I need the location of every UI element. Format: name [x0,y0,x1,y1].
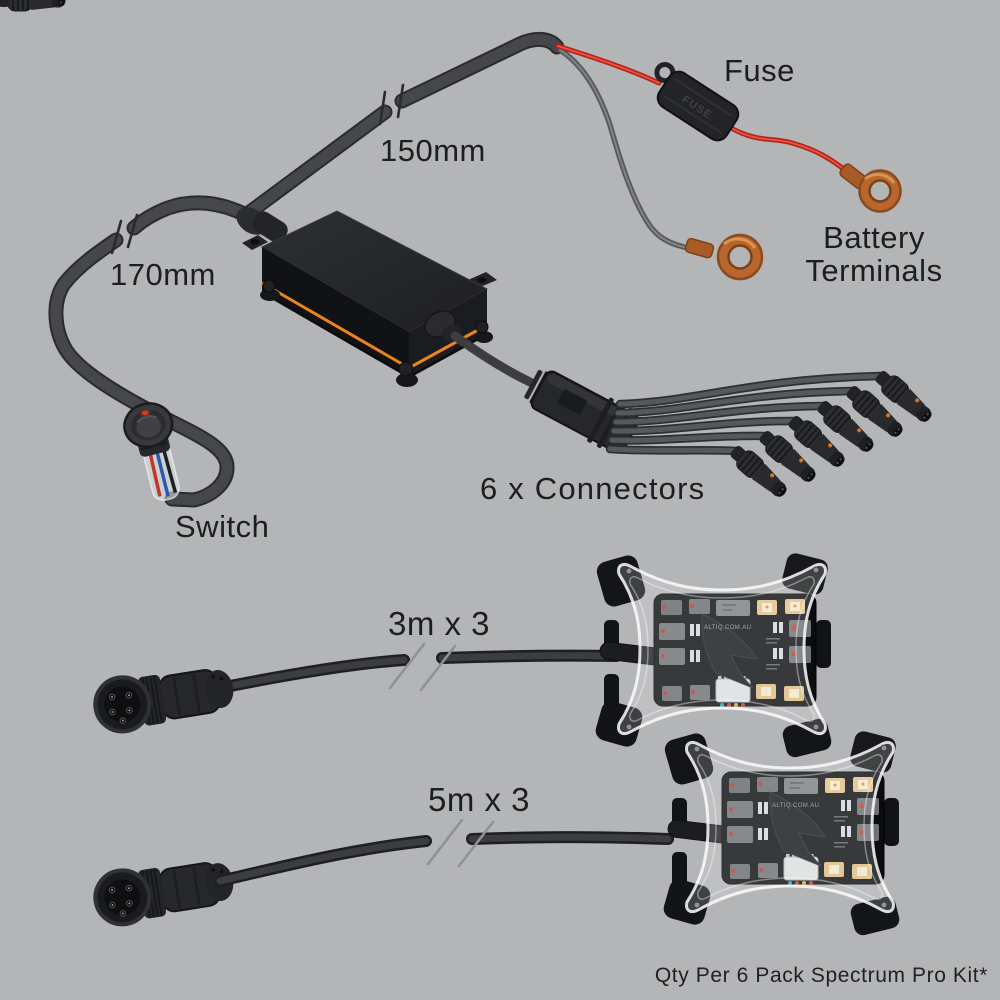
battery-terminals-line2: Terminals [805,253,943,289]
corner-screw [475,320,489,334]
brand-logo-icon [701,613,758,689]
control-box [242,210,497,387]
cable-break-mark-170 [110,213,139,255]
ring-terminal-positive [839,163,902,213]
cable-break-slash [419,644,457,692]
cable-5m-label: 5m x 3 [428,781,531,818]
length-170mm-label: 170mm [110,257,216,292]
harness-junction [236,207,288,243]
length-150mm-label: 150mm [380,133,486,168]
extension-cable-3m [214,642,622,694]
led-pod: ALTIQ.COM.AU [595,553,832,758]
wiring-harness: FUSE [0,0,938,508]
fuse-holder: FUSE [654,62,740,142]
corner-screw [262,279,276,293]
power-cable-150mm [238,32,565,223]
battery-terminals-label: Battery Terminals [791,221,957,287]
switch-label: Switch [175,509,270,544]
pod-clear-housing [617,562,827,736]
battery-positive-wire [555,43,852,176]
cable-break-slash [388,642,426,690]
battery-terminals-line1: Battery [823,220,925,255]
corner-screw [398,361,414,377]
cable-break-slash [426,818,464,866]
harness-connectors [0,0,938,489]
extension-kits: ALTIQ.COM.AU [89,553,903,939]
cable-break-slash [457,820,495,868]
cable-break-mark-150 [378,83,405,126]
harness-connector [0,0,66,12]
switch-cable-170mm [48,195,254,508]
switch-indicator-light [141,410,149,416]
led-pod-2 [659,727,903,939]
extension-connector-3m [89,658,240,738]
switch-wire-black [162,449,178,493]
switch-wire-blue [155,453,170,497]
connectors-label: 6 x Connectors [480,471,706,506]
splitter-lead [450,331,535,387]
cable-3m-label: 3m x 3 [388,605,491,642]
box-front-left-face [262,247,409,377]
battery-negative-wire [557,47,687,250]
switch-wire-red [148,453,162,497]
pcb-brand-text: ALTIQ.COM.AU [704,625,751,631]
fuse-label: Fuse [724,53,795,88]
ring-terminal-negative [684,233,764,281]
kit-caption: Qty Per 6 Pack Spectrum Pro Kit* [654,964,988,987]
extension-cable-5m [89,818,674,931]
rocker-switch [123,402,180,502]
output-cables [605,371,885,456]
